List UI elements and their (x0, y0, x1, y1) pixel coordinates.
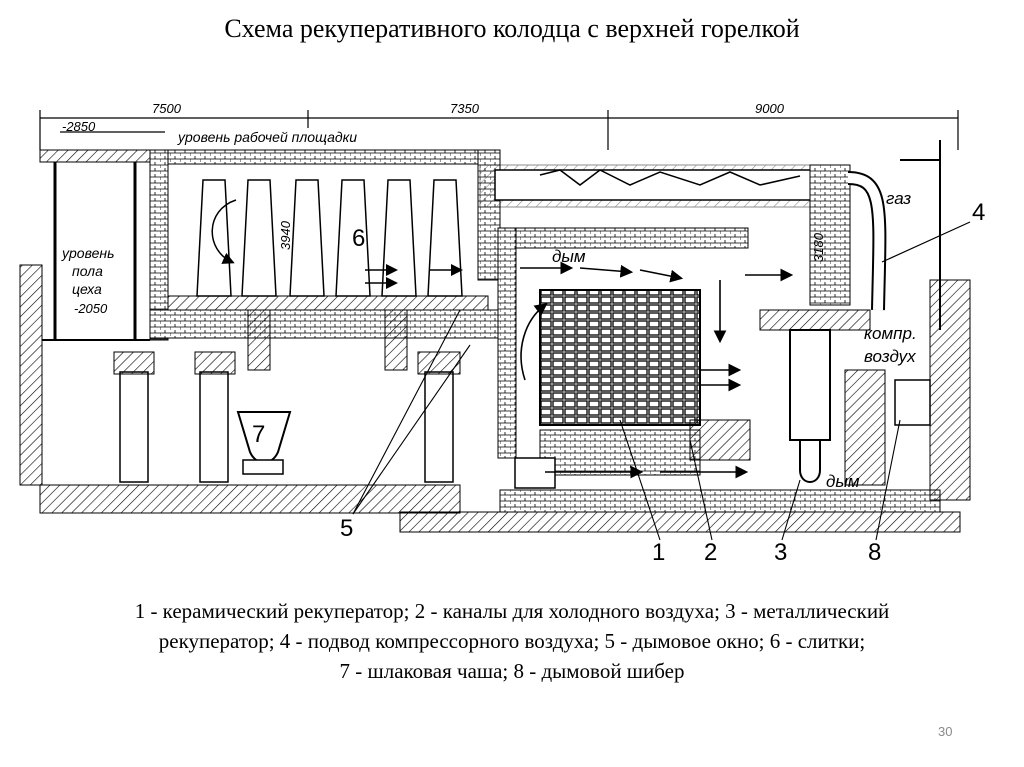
floor-level-label-2: пола (72, 263, 103, 279)
dim-7500: 7500 (152, 101, 182, 116)
smoke-label-bottom: дым (826, 472, 860, 491)
work-platform-level-label: уровень рабочей площадки (177, 129, 357, 145)
caption-line-3: 7 - шлаковая чаша; 8 - дымовой шибер (339, 659, 685, 683)
caption: 1 - керамический рекуператор; 2 - каналы… (20, 596, 1004, 686)
recuperator-block (399, 227, 961, 533)
left-structure (19, 149, 461, 514)
smoke-label-top: дым (552, 247, 586, 266)
slag-pot (236, 411, 292, 475)
height-3940: 3940 (278, 220, 293, 250)
leader-lines (352, 309, 901, 541)
height-3180: 3180 (811, 232, 826, 262)
smoke-flow-arrows (520, 261, 794, 479)
soaking-pit-diagram: 7500 7350 9000 -2850 уровень рабочей пло… (19, 101, 985, 566)
floor-level-value: -2050 (74, 301, 108, 316)
number-1: 1 (652, 539, 665, 566)
leader-4 (881, 221, 971, 263)
slide-title: Схема рекуперативного колодца с верхней … (224, 14, 800, 43)
floor-level-label-3: цеха (72, 281, 102, 297)
number-5: 5 (340, 515, 353, 542)
dim-7350: 7350 (450, 101, 480, 116)
compressed-air-label-1: компр. (864, 324, 917, 343)
dim-9000: 9000 (755, 101, 785, 116)
dimension-line (39, 110, 959, 150)
ingots (196, 179, 463, 297)
dim-level-top: -2850 (62, 119, 96, 134)
gas-burner-pipe (479, 140, 941, 330)
number-8: 8 (868, 539, 881, 566)
caption-line-1: 1 - керамический рекуператор; 2 - каналы… (134, 599, 890, 623)
number-3: 3 (774, 539, 787, 566)
floor-level-label-1: уровень (61, 245, 114, 261)
page-number: 30 (938, 724, 953, 739)
pit-flow-arrows (211, 199, 463, 289)
compressed-air-label-2: воздух (864, 347, 916, 366)
gas-label: газ (886, 189, 911, 208)
number-2: 2 (704, 539, 717, 566)
number-4: 4 (972, 199, 985, 226)
number-7: 7 (252, 421, 265, 448)
number-6: 6 (352, 225, 365, 252)
caption-line-2: рекуператор; 4 - подвод компрессорного в… (158, 629, 866, 653)
metal-recuperator (759, 279, 971, 501)
